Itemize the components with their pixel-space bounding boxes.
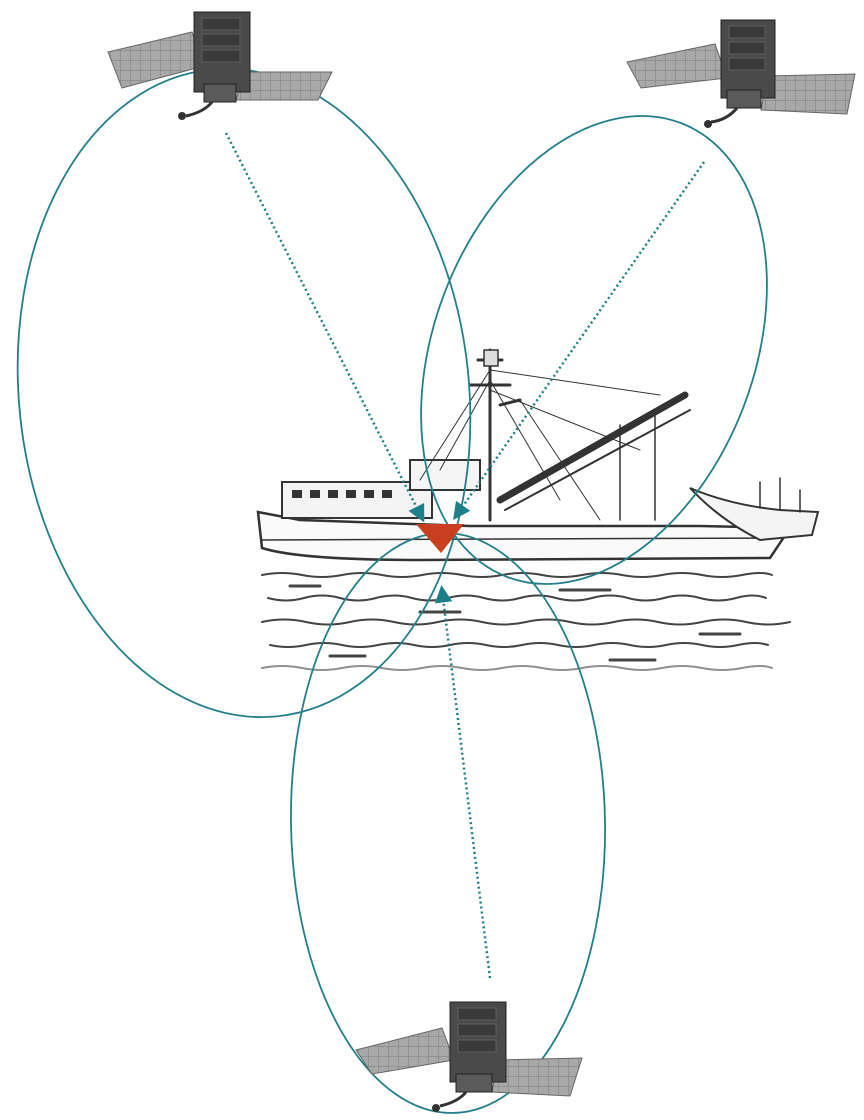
signal-line-top-left xyxy=(226,133,422,518)
satellite-icon xyxy=(108,12,332,120)
satellite-top-right xyxy=(627,20,855,128)
orbit-ellipse-bottom xyxy=(286,530,610,1115)
satellite-icon xyxy=(356,1002,582,1112)
fishing-vessel-icon xyxy=(258,350,818,670)
signal-line-bottom xyxy=(442,590,490,978)
orbit-ellipse-top-left xyxy=(0,46,502,739)
signal-line-top-right xyxy=(456,162,704,516)
satellite-top-left xyxy=(108,12,332,120)
satellite-icon xyxy=(627,20,855,128)
water-surface xyxy=(262,573,790,670)
orbit-ellipses xyxy=(0,46,830,1115)
satellite-bottom xyxy=(356,1002,582,1112)
